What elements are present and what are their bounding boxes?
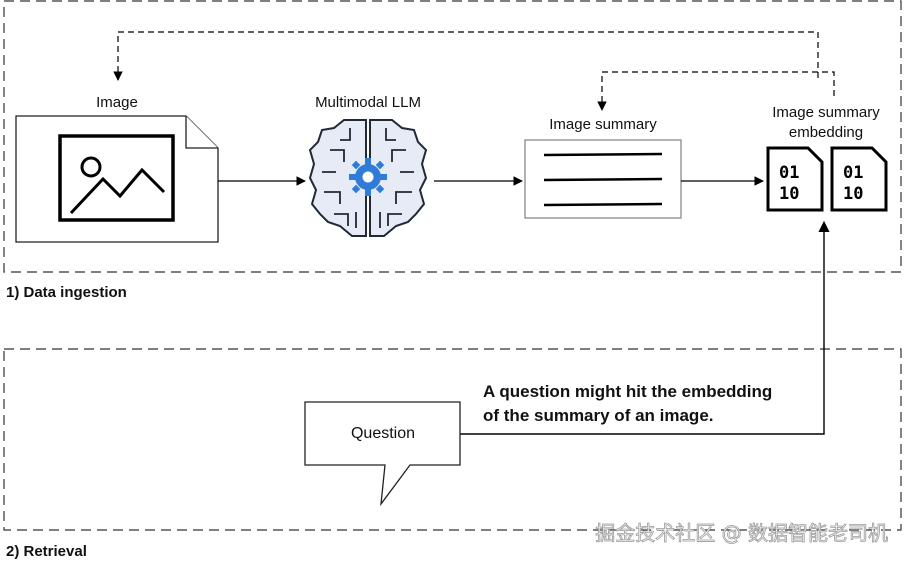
brain-gear-icon (308, 119, 428, 237)
speech-bubble-icon (304, 401, 461, 507)
retrieval-section (3, 348, 902, 531)
embedding-to-image-dashed-arrow (113, 31, 819, 81)
binary-file-1-row2: 10 (779, 184, 799, 204)
data-ingestion-label: 1) Data ingestion (6, 284, 127, 301)
binary-file-icon: 01 10 (830, 146, 888, 212)
gear-icon (349, 158, 387, 196)
binary-file-icon: 01 10 (766, 146, 824, 212)
llm-label: Multimodal LLM (315, 94, 421, 111)
retrieval-label: 2) Retrieval (6, 543, 87, 560)
embedding-label-line1: Image summary (772, 104, 880, 121)
annotation-line1: A question might hit the embedding (483, 382, 772, 401)
question-label: Question (351, 425, 415, 442)
embedding-label-line2: embedding (789, 124, 863, 141)
summary-document-icon (524, 139, 682, 219)
image-file-icon (15, 115, 219, 243)
image-label: Image (96, 94, 138, 111)
data-ingestion-section (3, 0, 902, 273)
binary-file-1-row1: 01 (779, 163, 799, 183)
watermark: 掘金技术社区 @ 数据智能老司机 (595, 521, 888, 545)
binary-file-2-row2: 10 (843, 184, 863, 204)
question-to-embedding-arrow (460, 220, 830, 435)
binary-file-2-row1: 01 (843, 163, 863, 183)
summary-label: Image summary (549, 116, 657, 133)
embedding-to-summary-dashed-arrow (597, 71, 835, 111)
annotation-line2: of the summary of an image. (483, 406, 714, 425)
